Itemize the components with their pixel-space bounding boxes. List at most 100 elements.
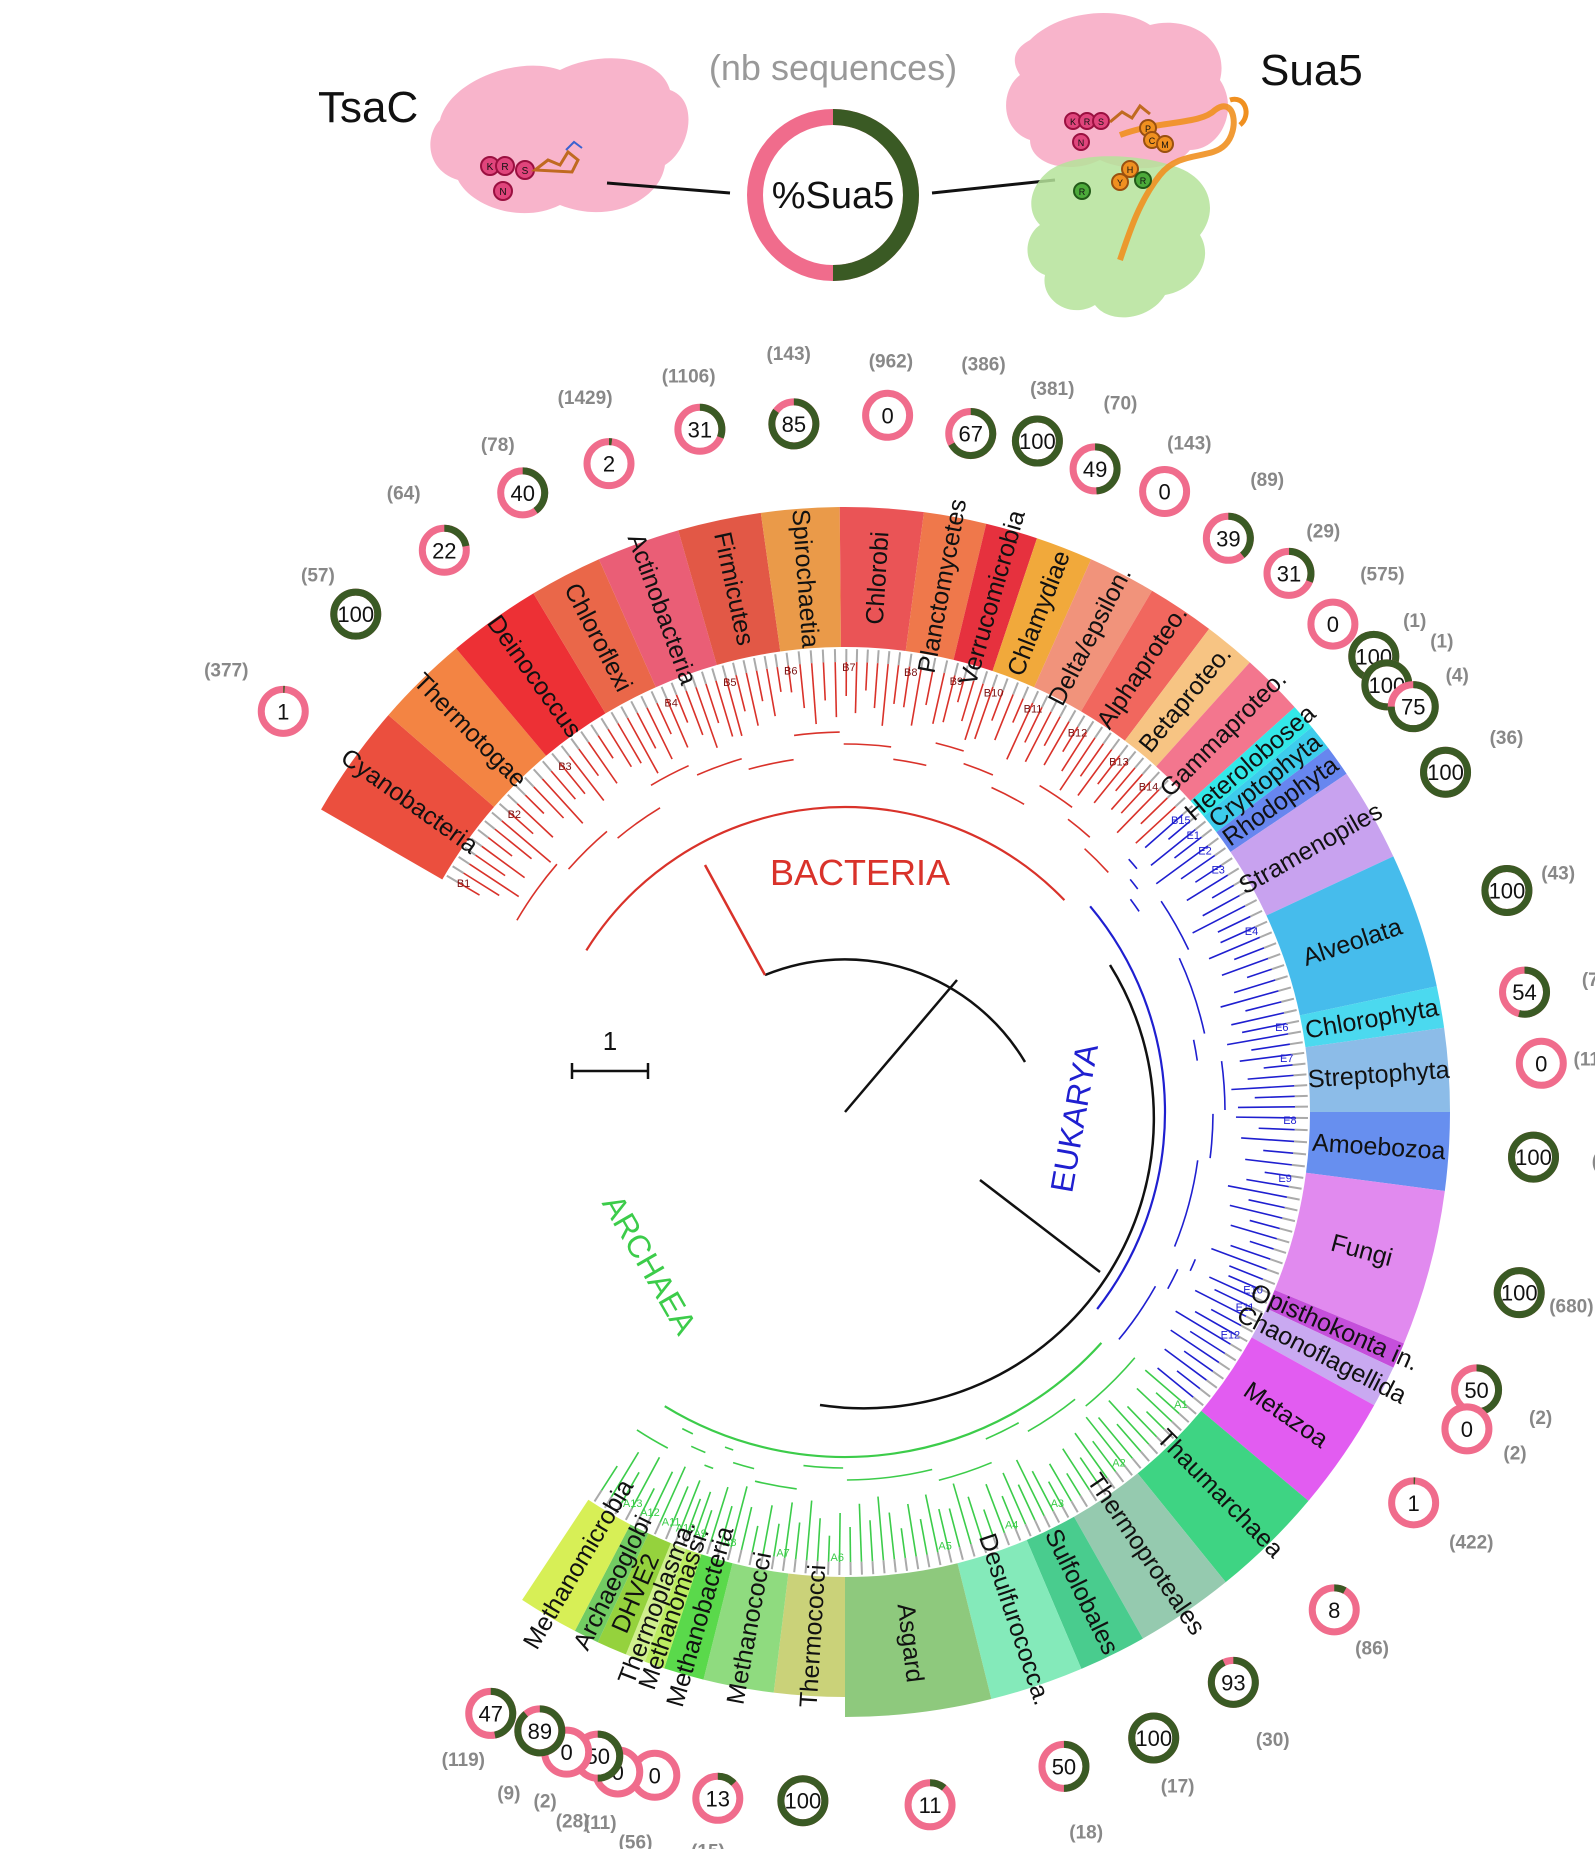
count-sulfolobales: (17) bbox=[1161, 1776, 1195, 1797]
branch bbox=[866, 663, 867, 691]
count-thaumarchaea: (86) bbox=[1355, 1638, 1389, 1659]
percent-verrucomicrobia: 100 bbox=[1019, 429, 1056, 454]
count-chlamydiae: (70) bbox=[1104, 394, 1138, 415]
tip-tick bbox=[1206, 1380, 1216, 1388]
tip-tick bbox=[1033, 691, 1038, 703]
tip-tick bbox=[1281, 999, 1294, 1002]
tip-tick bbox=[453, 866, 464, 873]
branch bbox=[901, 1528, 905, 1558]
branch bbox=[1251, 1044, 1290, 1050]
branch bbox=[741, 1507, 751, 1550]
branch bbox=[1099, 1418, 1133, 1459]
percent-alveolata: 100 bbox=[1489, 879, 1526, 904]
tip-tick bbox=[905, 1558, 907, 1571]
tip-tick bbox=[794, 1559, 795, 1572]
node-e2: E2 bbox=[1198, 845, 1211, 857]
tip-tick bbox=[738, 1550, 741, 1563]
branch bbox=[926, 671, 933, 705]
tip-tick bbox=[1294, 1141, 1307, 1142]
branch bbox=[1127, 1406, 1156, 1436]
tip-tick bbox=[888, 651, 889, 664]
branch bbox=[968, 1497, 982, 1541]
percent-thermococci: 100 bbox=[785, 1789, 822, 1814]
percent-gammaproteo: 0 bbox=[1327, 612, 1339, 637]
branch bbox=[736, 675, 745, 711]
branch bbox=[823, 663, 825, 701]
branch bbox=[706, 684, 719, 723]
tip-tick bbox=[910, 654, 912, 667]
svg-text:K: K bbox=[1070, 117, 1076, 127]
tsac-protein-shape bbox=[430, 58, 688, 213]
tip-tick bbox=[1245, 900, 1257, 906]
branch bbox=[1181, 856, 1215, 879]
svg-text:S: S bbox=[1098, 117, 1104, 127]
tip-tick bbox=[960, 1547, 963, 1560]
clade-arc bbox=[794, 732, 840, 735]
tip-tick bbox=[591, 725, 598, 736]
tip-tick bbox=[1264, 943, 1276, 948]
branch bbox=[855, 662, 856, 713]
node-a4: A4 bbox=[1005, 1520, 1018, 1532]
tip-tick bbox=[1277, 1239, 1289, 1243]
node-a1: A1 bbox=[1174, 1399, 1187, 1411]
branch bbox=[696, 687, 717, 747]
percent-chlorobi: 0 bbox=[881, 403, 893, 428]
domain-label-bacteria: BACTERIA bbox=[770, 852, 950, 893]
branch bbox=[812, 663, 817, 724]
tip-tick bbox=[1293, 1064, 1306, 1065]
count-cyanobacteria: (377) bbox=[204, 661, 248, 682]
branch bbox=[716, 681, 733, 737]
tip-tick bbox=[1193, 1397, 1203, 1405]
branch bbox=[807, 1501, 812, 1561]
clade-arc bbox=[847, 1470, 932, 1480]
node-a2: A2 bbox=[1112, 1458, 1125, 1470]
clade-arc bbox=[1028, 1399, 1075, 1431]
count-stramenopiles: (36) bbox=[1490, 728, 1524, 749]
tip-tick bbox=[916, 1556, 918, 1569]
tip-tick bbox=[1294, 1074, 1307, 1075]
count-streptophyta: (113) bbox=[1574, 1050, 1595, 1071]
clade-arc bbox=[517, 864, 557, 920]
branch bbox=[1137, 1388, 1172, 1421]
branch bbox=[1067, 1473, 1081, 1495]
branch bbox=[1003, 1473, 1025, 1524]
tip-tick bbox=[1135, 758, 1143, 768]
branch bbox=[660, 1467, 685, 1523]
tip-tick bbox=[1026, 1524, 1031, 1536]
tip-tick bbox=[492, 812, 502, 820]
branch bbox=[517, 804, 553, 838]
branch bbox=[757, 671, 763, 701]
percent-spirochaetia: 85 bbox=[782, 412, 806, 437]
branch bbox=[495, 829, 532, 859]
clade-arc bbox=[1068, 819, 1090, 837]
branch bbox=[1245, 1159, 1292, 1165]
branch bbox=[763, 1505, 772, 1554]
node-a7: A7 bbox=[776, 1548, 789, 1560]
tip-tick bbox=[1095, 727, 1102, 738]
branch bbox=[1231, 1086, 1294, 1090]
tip-tick bbox=[1284, 1010, 1297, 1013]
node-e4: E4 bbox=[1245, 926, 1258, 938]
clade-arc bbox=[725, 1447, 733, 1450]
tip-tick bbox=[1289, 1187, 1302, 1189]
tip-tick bbox=[765, 656, 767, 669]
count-thermoplasma: (28) bbox=[556, 1812, 590, 1833]
tip-tick bbox=[621, 707, 627, 718]
branch bbox=[1193, 906, 1245, 933]
branch bbox=[870, 1520, 873, 1561]
node-e9: E9 bbox=[1278, 1173, 1291, 1185]
tip-tick bbox=[1272, 965, 1284, 969]
tip-tick bbox=[1080, 1496, 1087, 1507]
clade-arc bbox=[682, 1429, 693, 1434]
clade-arc bbox=[964, 764, 993, 775]
tip-tick bbox=[1086, 721, 1093, 732]
svg-text:R: R bbox=[1140, 176, 1147, 186]
tip-tick bbox=[1003, 678, 1008, 690]
count-cryptophyta: (1) bbox=[1430, 631, 1453, 652]
branch bbox=[1255, 1096, 1295, 1097]
count-spirochaetia: (143) bbox=[766, 344, 810, 365]
percent-firmicutes: 31 bbox=[688, 417, 712, 442]
tip-tick bbox=[811, 650, 812, 663]
tip-tick bbox=[1044, 1516, 1050, 1528]
tip-tick bbox=[1200, 1389, 1210, 1397]
